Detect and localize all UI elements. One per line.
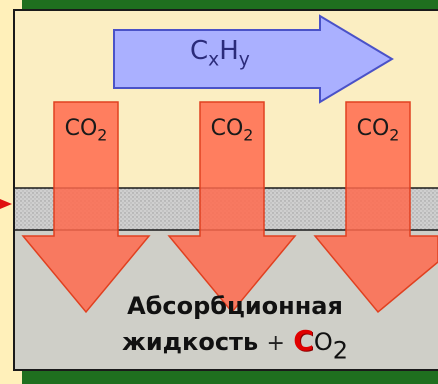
co2-label-1-sub: 2 (97, 125, 108, 145)
hydrocarbon-h: H (219, 36, 239, 66)
co2-arrow-3-icon (313, 101, 438, 314)
hydrocarbon-c: C (190, 36, 209, 66)
co2-label-2-base: CO (210, 116, 244, 141)
main-box-outline (13, 9, 438, 371)
carbon-highlight: C (293, 324, 314, 358)
oxygen-base: O (313, 328, 333, 357)
liquid-line-2: жидкость + CO2 (60, 322, 410, 362)
hydrocarbon-label: CxHy (190, 36, 250, 69)
co2-label-3-base: CO (356, 116, 390, 141)
co2-arrow-2-icon (167, 101, 297, 314)
hydrocarbon-sub-x: x (208, 49, 220, 71)
oxygen-sub: 2 (332, 336, 349, 365)
co2-label-2: CO2 (200, 116, 264, 143)
co2-label-1-base: CO (64, 116, 98, 141)
liquid-word: жидкость (121, 328, 259, 357)
plus-sign: + (266, 331, 285, 357)
co2-label-1: CO2 (54, 116, 118, 143)
hydrocarbon-arrow-icon (113, 14, 394, 104)
co2-label-3: CO2 (346, 116, 410, 143)
liquid-line-1: Абсорбционная (127, 292, 343, 320)
liquid-caption: Абсорбционная жидкость + CO2 (60, 290, 410, 363)
co2-label-2-sub: 2 (243, 125, 254, 145)
hydrocarbon-sub-y: y (238, 49, 250, 71)
co2-label-3-sub: 2 (389, 125, 400, 145)
co2-arrow-1-icon (21, 101, 151, 314)
feed-arrow-icon (0, 199, 12, 209)
